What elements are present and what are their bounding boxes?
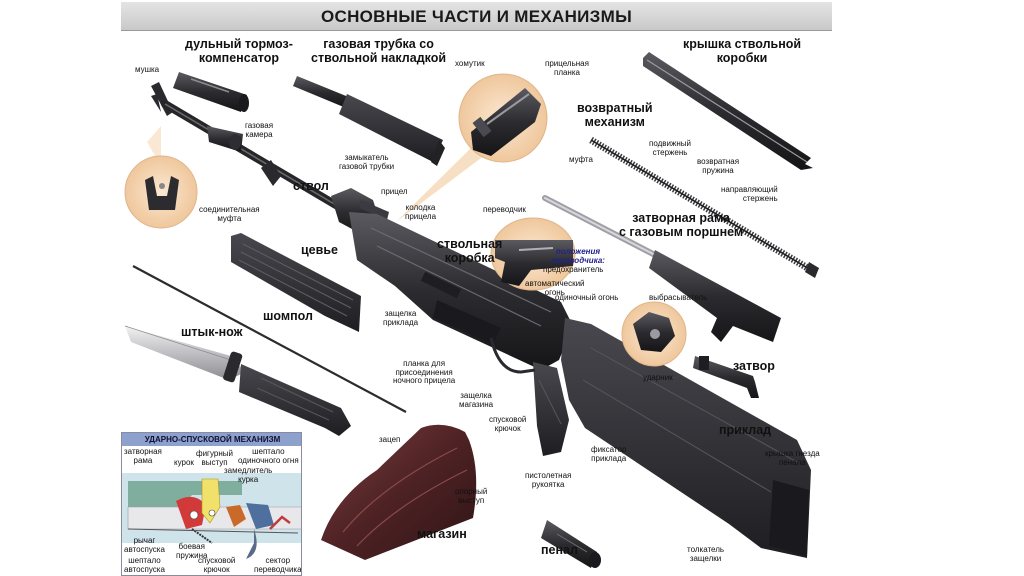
- label-safety: предохранитель: [543, 265, 604, 274]
- callout-rear-sight: [458, 73, 548, 163]
- title-bar: ОСНОВНЫЕ ЧАСТИ И МЕХАНИЗМЫ: [121, 2, 832, 31]
- callout-front-sight: [124, 155, 198, 229]
- label-selector: переводчик: [483, 205, 526, 214]
- label-bolt-carrier: затворная рама с газовым поршнем: [619, 211, 744, 239]
- fm-label-bolt-frame: затворная рама: [124, 447, 162, 465]
- fire-mechanism-title: УДАРНО-СПУСКОВОЙ МЕХАНИЗМ: [122, 433, 301, 446]
- fm-label-auto-sear: шептало автоспуска: [124, 556, 165, 574]
- label-front-sight: мушка: [135, 65, 160, 74]
- label-magazine-latch: защелка магазина: [459, 391, 494, 409]
- label-selector-positions: положения переводчика:: [551, 247, 605, 265]
- fire-mechanism-diagram: [122, 473, 301, 559]
- fm-label-auto-lever: рычаг автоспуска: [124, 536, 165, 554]
- label-connecting-coupling: соединительная муфта: [199, 205, 260, 223]
- magazine-part: [321, 424, 477, 560]
- label-rear-sight: прицел: [381, 187, 408, 196]
- label-magazine: магазин: [417, 527, 467, 541]
- label-gas-chamber: газовая камера: [245, 121, 274, 139]
- gas-tube-part: [293, 76, 445, 166]
- callout-bolt: [621, 301, 687, 367]
- fm-label-trigger: спусковой крючок: [198, 556, 236, 574]
- label-cleaning-rod: шомпол: [263, 309, 313, 323]
- label-stock-latch: защелка приклада: [383, 309, 419, 327]
- fire-mechanism-panel: УДАРНО-СПУСКОВОЙ МЕХАНИЗМ затворная рама…: [121, 432, 302, 576]
- label-coupling: муфта: [569, 155, 593, 164]
- fm-label-shaped-ledge: фигурный выступ: [196, 449, 233, 467]
- muzzle-brake-part: [173, 72, 249, 112]
- receiver-cover-part: [643, 52, 813, 170]
- trigger-guard-part: [489, 337, 536, 374]
- kit-case-part: [541, 520, 601, 568]
- label-stock-lock: фиксатор приклада: [591, 445, 627, 463]
- label-auto-fire: автоматический огонь: [525, 279, 585, 297]
- handguard-part: [231, 233, 361, 332]
- label-sight-block: колодка прицела: [405, 203, 437, 221]
- label-latch-pusher: толкатель защелки: [687, 545, 725, 563]
- fm-label-selector-sector: сектор переводчика: [254, 556, 302, 574]
- fm-label-retarder: замедлитель курка: [224, 466, 273, 484]
- fm-label-hammer: курок: [174, 458, 194, 467]
- label-gas-tube: газовая трубка со ствольной накладкой: [311, 37, 447, 65]
- poster: ОСНОВНЫЕ ЧАСТИ И МЕХАНИЗМЫ дульный тормо…: [121, 0, 832, 576]
- label-kit-case: пенал: [541, 543, 578, 557]
- receiver-body-part: [349, 212, 573, 370]
- label-receiver: ствольная коробка: [437, 237, 503, 265]
- label-muzzle-brake: дульный тормоз- компенсатор: [185, 37, 293, 65]
- label-trigger: спусковой крючок: [489, 415, 527, 433]
- barrel-part: [151, 82, 345, 212]
- label-recoil-spring: возвратная пружина: [697, 157, 740, 175]
- label-moving-rod: подвижный стержень: [649, 139, 691, 157]
- cleaning-rod-part: [132, 265, 407, 413]
- label-clamp: хомутик: [455, 59, 485, 68]
- label-bolt: затвор: [733, 359, 775, 373]
- bolt-carrier-part: [542, 195, 781, 342]
- label-support-ledge: опорный выступ: [455, 487, 488, 505]
- label-ejector: выбрасыватель: [649, 293, 708, 302]
- recoil-spring-part: [589, 136, 819, 278]
- stock-part: [561, 318, 811, 558]
- label-firing-pin: ударник: [643, 373, 673, 382]
- bolt-part: [693, 356, 759, 398]
- label-pistol-grip: пистолетная рукоятка: [525, 471, 572, 489]
- label-gas-tube-lock: замыкатель газовой трубки: [339, 153, 395, 171]
- label-catch: зацеп: [379, 435, 401, 444]
- label-handguard: цевье: [301, 243, 338, 257]
- bayonet-part: [124, 325, 351, 436]
- label-bayonet: штык-нож: [181, 325, 243, 339]
- poster-title: ОСНОВНЫЕ ЧАСТИ И МЕХАНИЗМЫ: [320, 7, 633, 26]
- label-kit-cover: крышка гнезда пенала: [765, 449, 820, 467]
- fm-label-single-sear: шептало одиночного огня: [238, 447, 299, 465]
- label-guide-rod: направляющий стержень: [721, 185, 778, 203]
- label-receiver-cover: крышка ствольной коробки: [683, 37, 802, 65]
- label-barrel: ствол: [293, 179, 329, 193]
- label-stock: приклад: [719, 423, 772, 437]
- callout-selector: [490, 217, 576, 291]
- weapon-parts-illustration: [124, 52, 819, 568]
- label-night-sight-rail: планка для присоединения ночного прицела: [393, 359, 456, 386]
- pistol-grip-part: [533, 362, 569, 456]
- label-sight-leaf: прицельная планка: [545, 59, 589, 77]
- label-recoil-mechanism: возвратный механизм: [577, 101, 653, 129]
- label-single-fire: одиночный огонь: [555, 293, 619, 302]
- fm-label-mainspring: боевая пружина: [176, 542, 208, 560]
